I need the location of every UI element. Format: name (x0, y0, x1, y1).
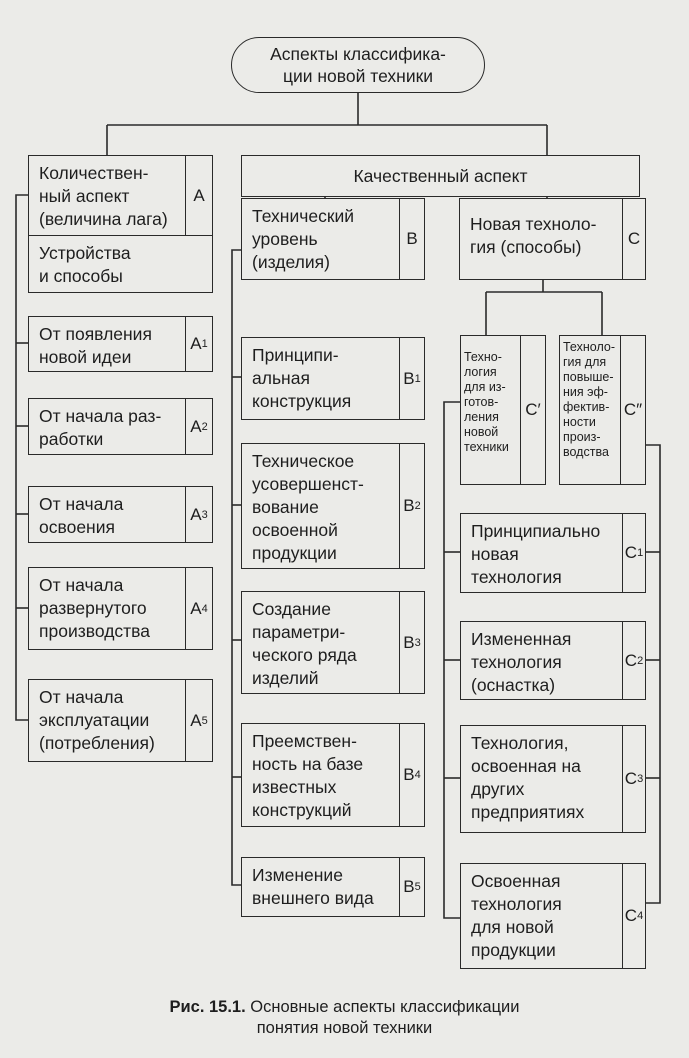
qualitative-aspect-box: Качественный аспект (241, 155, 640, 197)
b-spine (231, 249, 241, 886)
a1-label: От появления новой идеи (39, 324, 152, 367)
c-prime-tag: C′ (520, 336, 545, 484)
a2-label: От начала раз- работки (39, 406, 162, 449)
c1-label: Принципиально новая технология (471, 521, 601, 587)
a5-label: От начала эксплуатации (потребления) (39, 687, 155, 753)
b2-box: Техническое усовершенст- вование освоенн… (241, 443, 425, 569)
new-tech-label: Новая техноло- гия (способы) (470, 214, 597, 257)
a3-label: От начала освоения (39, 494, 124, 537)
c-prime-label: Техно- логия для из- готов- ления новой … (464, 350, 509, 454)
c-dprime-label: Техноло- гия для повыше- ния эф- фектив-… (563, 340, 615, 459)
quantitative-aspect-tag: A (185, 156, 212, 236)
b5-label: Изменение внешнего вида (252, 865, 374, 908)
devices-methods-label: Устройства и способы (39, 243, 131, 286)
qualitative-aspect-label: Качественный аспект (353, 165, 528, 186)
b2-label: Техническое усовершенст- вование освоенн… (252, 451, 364, 563)
tech-level-box: Технический уровень (изделия) B (241, 198, 425, 280)
b3-label: Создание параметри- ческого ряда изделий (252, 599, 357, 688)
c-dprime-spine (646, 444, 661, 904)
b3-box: Создание параметри- ческого ряда изделий… (241, 591, 425, 694)
figure-number: Рис. 15.1. (169, 998, 246, 1016)
c4-box: Освоенная технология для новой продукции… (460, 863, 646, 969)
root-node: Аспекты классифика- ции новой техники (231, 37, 485, 93)
b4-label: Преемствен- ность на базе известных конс… (252, 731, 364, 820)
a4-label: От начала развернутого производства (39, 575, 150, 641)
new-tech-box: Новая техноло- гия (способы) C (459, 198, 646, 280)
c3-box: Технология, освоенная на других предприя… (460, 725, 646, 833)
c-dprime-tag: C″ (620, 336, 645, 484)
quantitative-divider (29, 235, 212, 236)
c-prime-box: Техно- логия для из- готов- ления новой … (460, 335, 546, 485)
tech-level-label: Технический уровень (изделия) (252, 206, 355, 272)
b4-box: Преемствен- ность на базе известных конс… (241, 723, 425, 827)
c2-label: Измененная технология (оснастка) (471, 629, 572, 695)
c3-label: Технология, освоенная на других предприя… (471, 733, 585, 822)
a-spine (15, 194, 28, 721)
figure-caption: Рис. 15.1. Основные аспекты классификаци… (0, 997, 689, 1039)
quantitative-aspect-label: Количествен- ный аспект (величина лага) (39, 163, 168, 229)
c-dprime-box: Техноло- гия для повыше- ния эф- фектив-… (559, 335, 646, 485)
new-tech-tag: C (622, 199, 645, 279)
quantitative-aspect-box: Количествен- ный аспект (величина лага) … (28, 155, 213, 293)
c4-label: Освоенная технология для новой продукции (471, 871, 562, 960)
b1-label: Принципи- альная конструкция (252, 345, 352, 411)
tech-level-tag: B (399, 199, 424, 279)
figure-title: Основные аспекты классификации понятия н… (250, 998, 520, 1037)
